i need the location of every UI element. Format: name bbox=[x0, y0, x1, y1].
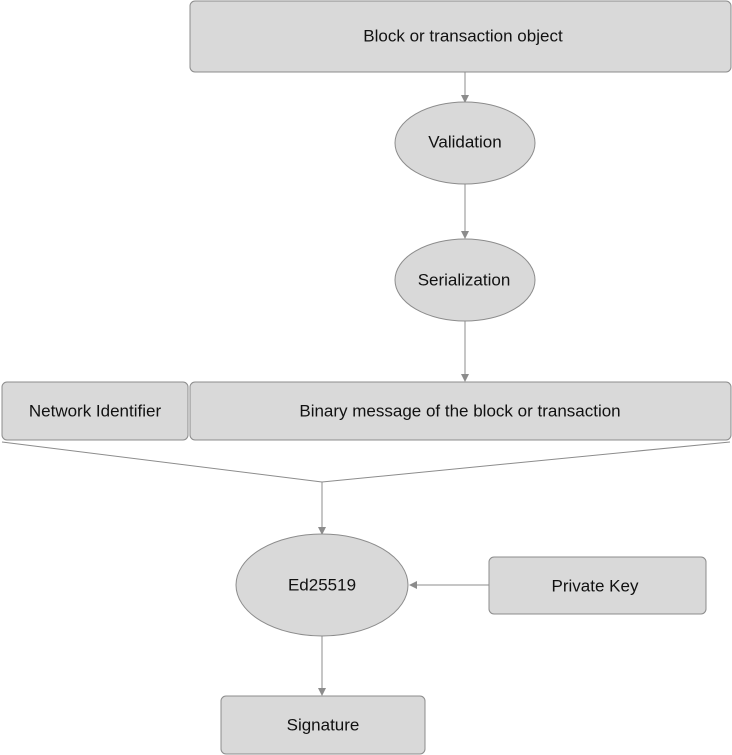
node-block-object-label: Block or transaction object bbox=[363, 26, 563, 45]
node-private-key: Private Key bbox=[488, 556, 707, 615]
node-validation: Validation bbox=[394, 101, 536, 185]
node-binary-message-label: Binary message of the block or transacti… bbox=[299, 401, 620, 420]
arrowhead-privatekey bbox=[409, 581, 417, 589]
node-block-object: Block or transaction object bbox=[189, 0, 732, 73]
arrowhead-validation bbox=[461, 95, 469, 103]
arrowhead-binary bbox=[461, 374, 469, 382]
node-signature: Signature bbox=[220, 695, 426, 755]
node-ed25519-label: Ed25519 bbox=[288, 575, 356, 594]
node-serialization: Serialization bbox=[394, 238, 536, 322]
node-network-identifier: Network Identifier bbox=[1, 381, 189, 441]
arrowhead-signature bbox=[318, 688, 326, 696]
edges bbox=[1, 72, 731, 696]
node-ed25519: Ed25519 bbox=[235, 533, 409, 637]
arrowhead-serialization bbox=[461, 231, 469, 239]
edge-merge-left bbox=[1, 441, 323, 483]
node-network-identifier-label: Network Identifier bbox=[29, 401, 162, 420]
node-validation-label: Validation bbox=[428, 132, 501, 151]
node-serialization-label: Serialization bbox=[418, 270, 511, 289]
node-binary-message: Binary message of the block or transacti… bbox=[189, 381, 732, 441]
arrowhead-ed25519 bbox=[318, 527, 326, 535]
node-private-key-label: Private Key bbox=[552, 576, 639, 595]
node-signature-label: Signature bbox=[287, 715, 360, 734]
edge-merge-right bbox=[321, 441, 731, 483]
